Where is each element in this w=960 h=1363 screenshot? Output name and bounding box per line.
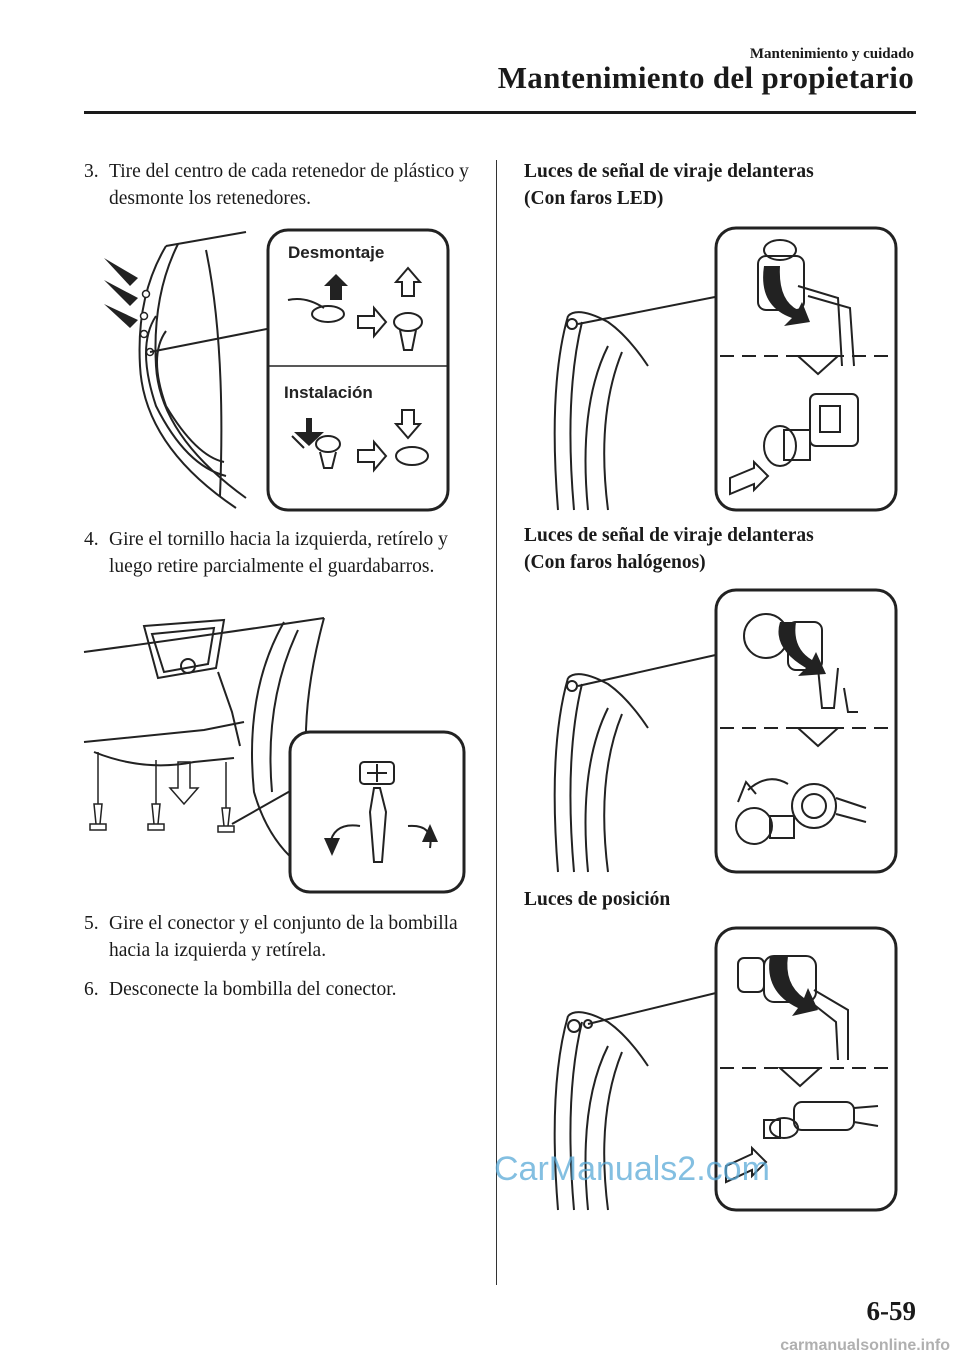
step-number: 3. <box>84 161 99 182</box>
step-number: 6. <box>84 979 99 1000</box>
step-5: 5. Gire el conector y el conjunto de la … <box>84 910 474 964</box>
step-number: 5. <box>84 913 99 934</box>
heading-position-lights: Luces de posición <box>524 889 671 910</box>
fender-screw-illustration <box>83 617 466 894</box>
header-rule <box>84 111 916 114</box>
step-text: Gire el conector y el conjunto de la bom… <box>109 913 458 961</box>
turn-signal-led-illustration <box>553 226 898 512</box>
column-divider <box>496 160 497 1285</box>
step-number: 4. <box>84 529 99 550</box>
section-header: Mantenimiento y cuidado <box>749 46 914 62</box>
position-light-illustration <box>553 926 898 1212</box>
step-6: 6. Desconecte la bombilla del conector. <box>84 976 474 1003</box>
step-text: Gire el tornillo hacia la izquierda, ret… <box>109 529 448 577</box>
step-3: 3. Tire del centro de cada retenedor de … <box>84 158 474 212</box>
turn-signal-halogen-illustration <box>553 588 898 874</box>
page-title: Mantenimiento del propietario <box>497 60 914 95</box>
step-4: 4. Gire el tornillo hacia la izquierda, … <box>84 526 474 580</box>
watermark: CarManuals2.com <box>494 1150 770 1188</box>
disassembly-label: Desmontaje <box>288 243 384 262</box>
step-text: Tire del centro de cada retenedor de plá… <box>109 161 469 209</box>
heading-turn-signal-led: Luces de señal de viraje delanteras (Con… <box>524 161 814 209</box>
retainer-illustration: Desmontaje Instalación <box>104 228 450 512</box>
page-number: 6-59 <box>866 1296 917 1326</box>
step-text: Desconecte la bombilla del conector. <box>109 979 397 1000</box>
footer-site-link[interactable]: carmanualsonline.info <box>780 1337 950 1354</box>
heading-turn-signal-halogen: Luces de señal de viraje delanteras (Con… <box>524 525 814 573</box>
installation-label: Instalación <box>284 383 373 402</box>
